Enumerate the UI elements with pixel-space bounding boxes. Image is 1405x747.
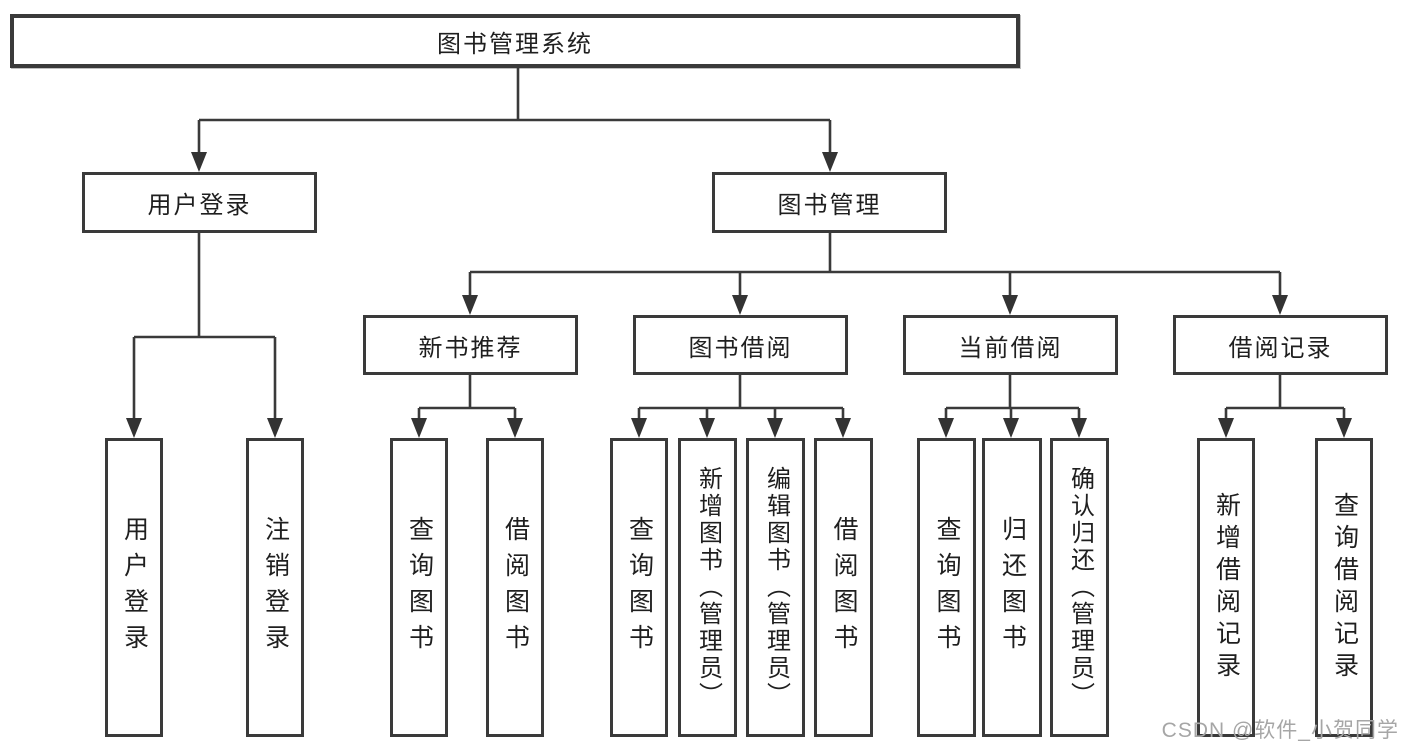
leaf-query-books-recommend: 查询图书 bbox=[390, 438, 448, 737]
leaf-confirm-return-admin: 确认归还（管理员） bbox=[1050, 438, 1109, 737]
node-root: 图书管理系统 bbox=[10, 14, 1020, 68]
leaf-logout: 注销登录 bbox=[246, 438, 304, 737]
leaf-query-books-current: 查询图书 bbox=[917, 438, 976, 737]
node-book-borrow: 图书借阅 bbox=[633, 315, 848, 375]
csdn-watermark: CSDN @软件_小贺同学 bbox=[1161, 719, 1399, 742]
node-current-borrow: 当前借阅 bbox=[903, 315, 1118, 375]
leaf-return-books: 归还图书 bbox=[982, 438, 1042, 737]
node-borrow-records: 借阅记录 bbox=[1173, 315, 1388, 375]
node-new-book-recommend: 新书推荐 bbox=[363, 315, 578, 375]
leaf-borrow-books: 借阅图书 bbox=[814, 438, 873, 737]
node-book-management: 图书管理 bbox=[712, 172, 947, 233]
node-user-login: 用户登录 bbox=[82, 172, 317, 233]
leaf-user-login: 用户登录 bbox=[105, 438, 163, 737]
leaf-query-books-borrow: 查询图书 bbox=[610, 438, 668, 737]
leaf-edit-book-admin: 编辑图书（管理员） bbox=[746, 438, 805, 737]
leaf-add-book-admin: 新增图书（管理员） bbox=[678, 438, 737, 737]
leaf-query-borrow-record: 查询借阅记录 bbox=[1315, 438, 1373, 737]
leaf-add-borrow-record: 新增借阅记录 bbox=[1197, 438, 1255, 737]
leaf-borrow-books-recommend: 借阅图书 bbox=[486, 438, 544, 737]
